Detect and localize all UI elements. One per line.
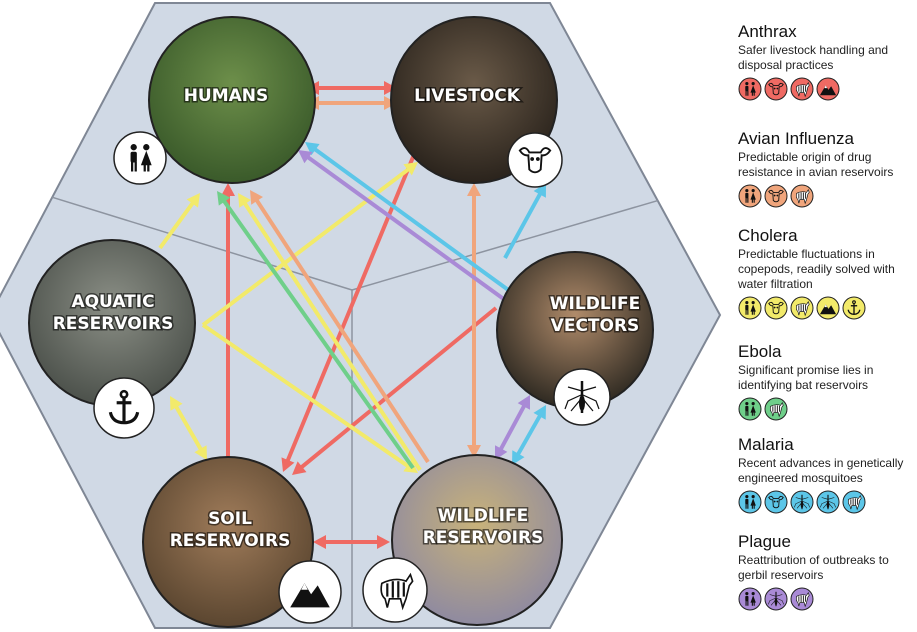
node-livestock: LIVESTOCK <box>390 16 563 188</box>
mountain-icon <box>278 560 342 624</box>
humans-label: HUMANS <box>184 86 269 106</box>
zebra-icon <box>790 296 814 320</box>
legend-plague: Plague Reattribution of outbreaks to ger… <box>738 532 917 611</box>
zebra-icon <box>790 184 814 208</box>
zebra-icon <box>764 397 788 421</box>
couple-icon <box>113 131 167 185</box>
zebra-icon <box>790 587 814 611</box>
cow-skull-icon <box>764 184 788 208</box>
legend-icons <box>738 397 917 421</box>
couple-icon <box>738 184 762 208</box>
zebra-icon <box>362 557 428 623</box>
arrow-avian-influenza <box>250 190 430 464</box>
arrow-anthrax <box>221 183 235 460</box>
couple-icon <box>738 490 762 514</box>
mountain-icon <box>816 296 840 320</box>
zebra-icon <box>790 77 814 101</box>
arrow-plague <box>298 150 507 302</box>
legend-malaria: Malaria Recent advances in genetically e… <box>738 435 917 514</box>
legend-title: Malaria <box>738 435 794 454</box>
soil-photo <box>142 456 314 628</box>
arrow-malaria <box>305 142 524 302</box>
legend-description: Significant promise lies in identifying … <box>738 363 874 392</box>
couple-icon <box>738 397 762 421</box>
arrow-plague <box>495 395 530 460</box>
legend-title: Ebola <box>738 342 782 361</box>
humans-photo <box>148 16 316 184</box>
livestock-label: LIVESTOCK <box>414 86 521 106</box>
mosquito-icon <box>553 368 611 426</box>
wildlife-photo <box>391 454 563 626</box>
arrow-malaria <box>512 405 546 465</box>
mosquito-icon <box>764 587 788 611</box>
arrow-malaria <box>503 183 546 259</box>
legend-title: Anthrax <box>738 22 797 41</box>
legend-description: Safer livestock handling and disposal pr… <box>738 43 889 72</box>
arrow-cholera <box>158 193 200 250</box>
anchor-icon <box>93 377 155 439</box>
arrow-anthrax <box>292 306 498 475</box>
legend-icons <box>738 490 917 514</box>
legend-cholera: Cholera Predictable fluctuations in cope… <box>738 226 917 320</box>
legend-description: Predictable origin of drug resistance in… <box>738 150 894 179</box>
couple-icon <box>738 77 762 101</box>
mountain-icon <box>816 77 840 101</box>
transmission-arrows <box>158 81 546 549</box>
arrow-ebola <box>217 191 415 470</box>
legend-icons <box>738 77 917 101</box>
mosquito-icon <box>790 490 814 514</box>
legend-title: Avian Influenza <box>738 129 854 148</box>
legend-ebola: Ebola Significant promise lies in identi… <box>738 342 917 421</box>
cow-skull-icon <box>764 77 788 101</box>
anchor-icon <box>842 296 866 320</box>
couple-icon <box>738 296 762 320</box>
node-humans: HUMANS <box>113 16 316 185</box>
legend-avian-influenza: Avian Influenza Predictable origin of dr… <box>738 129 917 208</box>
zebra-icon <box>842 490 866 514</box>
cow-skull-icon <box>764 296 788 320</box>
couple-icon <box>738 587 762 611</box>
mosquito-icon <box>816 490 840 514</box>
legend-icons <box>738 184 917 208</box>
arrow-anthrax <box>281 144 420 472</box>
arrow-cholera <box>238 193 422 472</box>
arrow-anthrax <box>313 535 390 549</box>
legend-icons <box>738 296 917 320</box>
legend-description: Recent advances in genetically engineere… <box>738 456 904 485</box>
legend-title: Plague <box>738 532 791 551</box>
legend-icons <box>738 587 917 611</box>
legend-description: Reattribution of outbreaks to gerbil res… <box>738 553 889 582</box>
legend-description: Predictable fluctuations in copepods, re… <box>738 247 895 291</box>
cow-skull-icon <box>764 490 788 514</box>
legend-title: Cholera <box>738 226 798 245</box>
arrow-cholera <box>170 396 207 460</box>
cow-skull-icon <box>507 132 563 188</box>
arrow-avian-influenza <box>467 183 481 458</box>
legend-anthrax: Anthrax Safer livestock handling and dis… <box>738 22 917 101</box>
